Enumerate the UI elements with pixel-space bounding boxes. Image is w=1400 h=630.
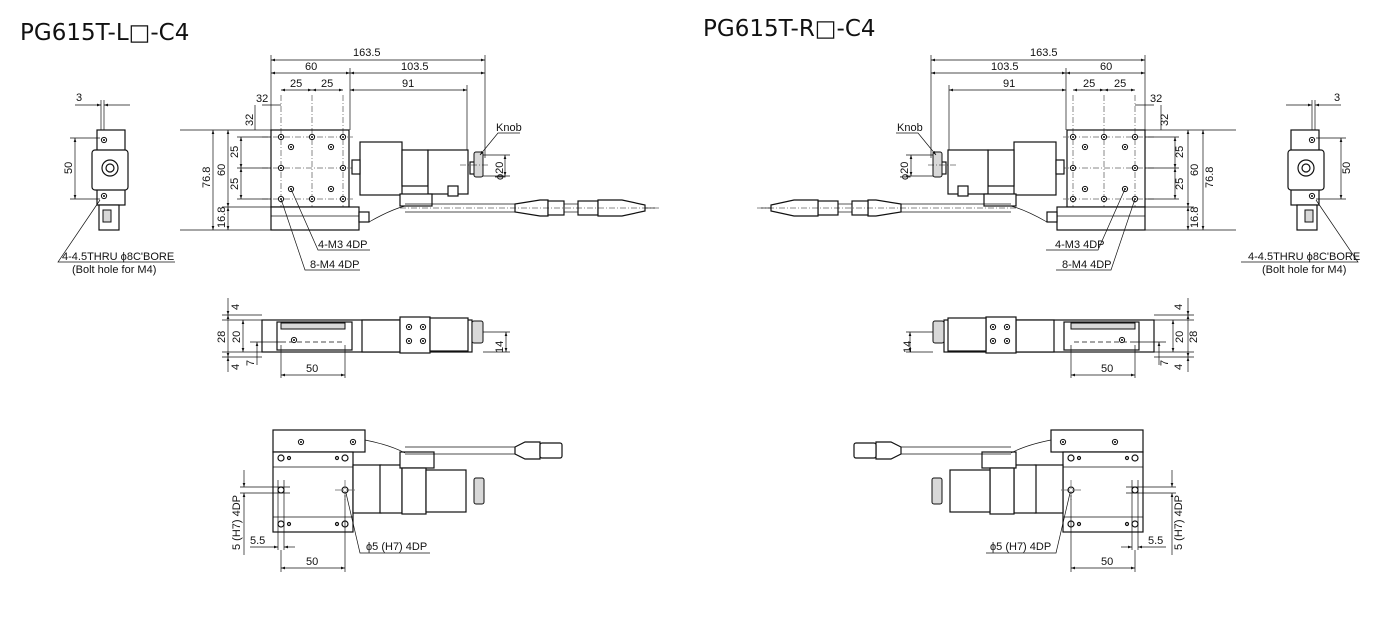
dim-60-vertical: 60 [216, 164, 228, 176]
dim-32-vertical: 32 [1159, 114, 1171, 126]
dim-5-5: 5.5 [250, 535, 265, 547]
dim-4: 4 [230, 364, 242, 370]
dim-25: 25 [1083, 78, 1095, 90]
dim-4: 4 [1173, 364, 1185, 370]
m3-holes-label: 4-M3 4DP [318, 239, 368, 251]
dim-32: 32 [1150, 93, 1162, 105]
right-geometry [756, 55, 1358, 572]
dim-28: 28 [216, 331, 228, 343]
dim-20: 20 [1174, 331, 1186, 343]
dim-60: 60 [305, 61, 317, 73]
right-title: PG615T-R□-C4 [703, 16, 876, 42]
dim-5-5: 5.5 [1148, 535, 1163, 547]
dim-7: 7 [1159, 360, 1171, 366]
dim-76-8: 76.8 [1204, 167, 1216, 188]
knob-label: Knob [897, 122, 923, 134]
dim-20: 20 [231, 331, 243, 343]
dim-50: 50 [1101, 363, 1113, 375]
phi5-holes-label: ϕ5 (H7) 4DP [366, 541, 427, 553]
bolt-hole-label: (Bolt hole for M4) [72, 264, 156, 276]
dim-76-8: 76.8 [201, 167, 213, 188]
phi5-holes-label: ϕ5 (H7) 4DP [990, 541, 1051, 553]
right-variant-drawing: PG615T-R□-C4 163.5 103.5 60 91 25 25 32 … [703, 16, 1360, 572]
dim-phi20: ϕ20 [899, 162, 911, 180]
dim-28: 28 [1188, 331, 1200, 343]
dim-25-vertical: 25 [1174, 178, 1186, 190]
dim-25-vertical: 25 [229, 146, 241, 158]
dim-91: 91 [402, 78, 414, 90]
left-geometry [58, 55, 660, 572]
dim-91: 91 [1003, 78, 1015, 90]
dim-60: 60 [1100, 61, 1112, 73]
dim-25: 25 [290, 78, 302, 90]
dim-14: 14 [902, 341, 914, 353]
bore-label: 4-4.5THRU ϕ8C'BORE [62, 251, 174, 263]
dim-50: 50 [1101, 556, 1113, 568]
dim-32-vertical: 32 [244, 114, 256, 126]
dim-103-5: 103.5 [401, 61, 429, 73]
dim-5-h7: 5 (H7) 4DP [1173, 495, 1185, 550]
dim-50: 50 [306, 363, 318, 375]
dim-50-vertical: 50 [1341, 162, 1353, 174]
bolt-hole-label: (Bolt hole for M4) [1262, 264, 1346, 276]
dim-25: 25 [321, 78, 333, 90]
dim-16-8: 16.8 [1189, 207, 1201, 228]
left-dimension-labels: 163.5 60 103.5 25 25 91 32 32 25 60 76.8… [62, 47, 522, 568]
dim-4: 4 [1173, 304, 1185, 310]
dim-3: 3 [76, 92, 82, 104]
dim-phi20: ϕ20 [494, 162, 506, 180]
left-title: PG615T-L□-C4 [20, 20, 189, 46]
dim-163-5: 163.5 [353, 47, 381, 59]
dim-25: 25 [1114, 78, 1126, 90]
bore-label: 4-4.5THRU ϕ8C'BORE [1248, 251, 1360, 263]
dim-50: 50 [306, 556, 318, 568]
dim-163-5: 163.5 [1030, 47, 1058, 59]
right-dimension-labels: 163.5 103.5 60 91 25 25 32 32 25 60 76.8… [897, 47, 1360, 568]
dim-50-vertical: 50 [63, 162, 75, 174]
knob-label: Knob [496, 122, 522, 134]
m4-holes-label: 8-M4 4DP [310, 259, 360, 271]
dim-5-h7: 5 (H7) 4DP [231, 495, 243, 550]
dim-25-vertical: 25 [229, 178, 241, 190]
dim-3: 3 [1334, 92, 1340, 104]
dim-4: 4 [230, 304, 242, 310]
dim-32: 32 [256, 93, 268, 105]
dim-7: 7 [245, 360, 257, 366]
left-variant-drawing: PG615T-L□-C4 163.5 60 103.5 25 25 91 32 … [20, 20, 660, 572]
dim-60-vertical: 60 [1189, 164, 1201, 176]
dim-103-5: 103.5 [991, 61, 1019, 73]
m3-holes-label: 4-M3 4DP [1055, 239, 1105, 251]
dim-16-8: 16.8 [216, 207, 228, 228]
dim-14: 14 [494, 341, 506, 353]
dim-25-vertical: 25 [1174, 146, 1186, 158]
m4-holes-label: 8-M4 4DP [1062, 259, 1112, 271]
